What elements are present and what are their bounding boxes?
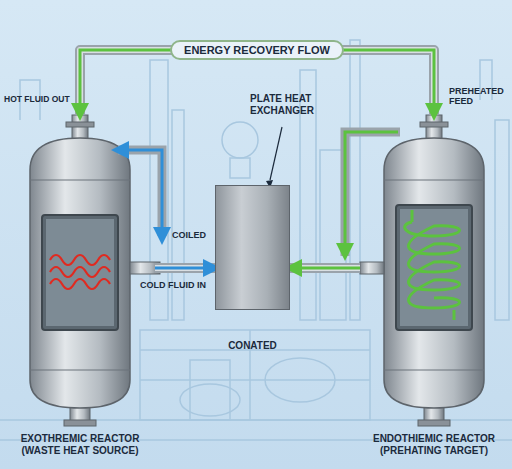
refinery-silhouette <box>140 330 370 420</box>
exothermic-vessel <box>66 122 94 127</box>
endothermic-vessel <box>405 222 460 308</box>
flow-line <box>290 267 360 270</box>
endothermic-vessel <box>418 420 450 426</box>
endothermic-vessel <box>384 180 484 370</box>
endothermic-vessel <box>405 210 460 320</box>
exothermic-vessel <box>30 138 130 408</box>
feed-loop-pipe <box>345 132 400 256</box>
exothermic-vessel <box>50 267 110 277</box>
flow-label: ENERGY RECOVERY FLOW <box>170 40 344 60</box>
refinery-silhouette <box>222 122 258 158</box>
endothermic-vessel <box>384 138 484 408</box>
reactor-vessel: EXOTHREMIC REACTOR (WASTE HEAT SOURCE) <box>5 115 155 460</box>
stream-label: PREHEATED FEED <box>449 86 509 107</box>
pipe-highlight <box>290 265 360 271</box>
refinery-silhouette <box>190 360 230 420</box>
exothermic-vessel <box>50 279 110 289</box>
hot-loop-pipe <box>118 150 162 236</box>
hot-loop-pipe <box>118 150 162 236</box>
leader-line <box>266 127 282 188</box>
refinery-silhouette <box>350 40 360 320</box>
pipe-highlight <box>155 265 215 271</box>
reactor-label: EXOTHREMIC REACTOR (WASTE HEAT SOURCE) <box>10 433 150 456</box>
refinery-silhouette <box>495 120 509 320</box>
endothermic-vessel <box>360 262 384 274</box>
reactor-label: ENDOTHIEMIC REACTOR (PREHATING TARGET) <box>364 433 504 456</box>
refinery-silhouette <box>180 384 240 416</box>
heat-exchanger: CONATED <box>215 185 290 354</box>
feed-loop-pipe <box>345 132 400 256</box>
endothermic-vessel <box>360 115 484 426</box>
exothermic-vessel <box>46 219 114 326</box>
exchanger-body <box>215 185 290 310</box>
hot-loop-pipe <box>120 150 162 236</box>
pipe-connector <box>290 268 360 269</box>
feed-loop-pipe <box>345 132 398 252</box>
refinery-silhouette <box>20 60 492 120</box>
exothermic-vessel <box>42 215 118 330</box>
component-label: CONATED <box>195 340 310 352</box>
exothermic-vessel <box>50 255 110 289</box>
stream-label: HOT FLUID OUT <box>4 95 70 105</box>
exothermic-vessel <box>50 255 110 265</box>
pipe-shell <box>290 263 360 273</box>
component-label: PLATE HEAT EXCHANGER <box>250 93 334 116</box>
exothermic-vessel <box>64 420 96 426</box>
endothermic-vessel <box>420 122 448 127</box>
refinery-silhouette <box>0 40 512 440</box>
endothermic-vessel <box>400 209 468 326</box>
flow-line <box>155 267 215 270</box>
exothermic-vessel <box>30 180 130 370</box>
reactor-vessel: ENDOTHIEMIC REACTOR (PREHATING TARGET) <box>360 115 508 460</box>
leader-line <box>270 127 282 180</box>
refinery-silhouette <box>230 158 250 178</box>
stream-label: COLD FLUID IN <box>140 280 206 290</box>
callout-label: COILED <box>172 230 206 240</box>
endothermic-vessel <box>396 205 472 330</box>
exothermic-vessel <box>30 115 160 426</box>
endothermic-vessel <box>412 210 454 320</box>
pipe-connector <box>155 268 215 269</box>
pipe-shell <box>155 263 215 273</box>
